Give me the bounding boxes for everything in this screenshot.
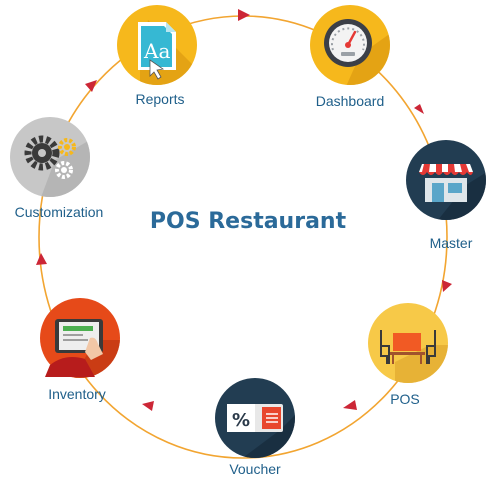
arrow-inventory-customization (36, 253, 47, 265)
arrow-voucher-inventory (142, 401, 154, 411)
node-reports[interactable]: Aa Reports (117, 5, 197, 107)
node-master[interactable]: Master (406, 140, 490, 251)
pos-label: POS (390, 391, 420, 407)
svg-text:Aa: Aa (143, 39, 170, 63)
node-voucher[interactable]: % Voucher (215, 378, 300, 477)
reports-label: Reports (135, 91, 184, 107)
master-label: Master (430, 235, 473, 251)
diagram-title: POS Restaurant (150, 209, 347, 234)
gears-icon (24, 135, 76, 179)
arrow-reports-dashboard (238, 9, 250, 21)
tablet-touch-icon (45, 319, 103, 377)
arrow-pos-voucher (343, 400, 357, 410)
dashboard-label: Dashboard (316, 93, 385, 109)
node-inventory[interactable]: Inventory (40, 298, 125, 402)
node-dashboard[interactable]: Dashboard (310, 5, 400, 109)
inventory-label: Inventory (48, 386, 106, 402)
dining-table-icon (380, 330, 436, 364)
arrow-dashboard-master (414, 104, 424, 114)
arrow-master-pos (442, 280, 452, 292)
node-pos[interactable]: POS (368, 303, 450, 407)
arrow-customization-reports (85, 80, 97, 92)
voucher-label: Voucher (229, 461, 281, 477)
svg-text:%: % (232, 410, 250, 431)
speedometer-icon (324, 19, 372, 67)
document-font-icon: Aa (138, 22, 176, 80)
customization-label: Customization (15, 204, 104, 220)
discount-coupon-icon: % (227, 404, 283, 432)
storefront-icon (419, 164, 473, 202)
cycle-arrows (36, 9, 452, 411)
node-customization[interactable]: Customization (10, 117, 103, 220)
